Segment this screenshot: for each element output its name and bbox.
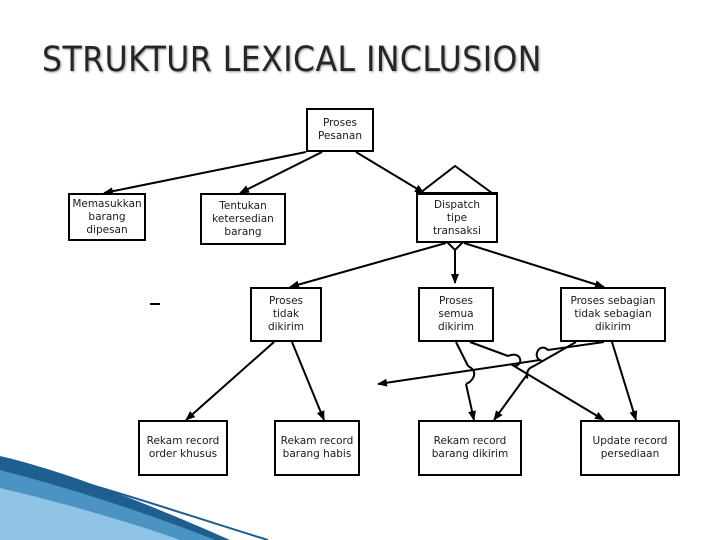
edge-semua-barang-dikirim-jump	[465, 365, 476, 385]
edge-pesanan-memasukkan	[103, 151, 307, 196]
node-rekam-barang-habis[interactable]: Rekam record barang habis	[274, 420, 360, 476]
edge-pesanan-tentukan	[239, 151, 323, 194]
dispatch-selector-triangle	[419, 164, 493, 194]
node-update-persediaan-label: Update record persediaan	[592, 435, 668, 460]
edge-pesanan-dispatch	[355, 151, 425, 194]
node-rekam-barang-dikirim-label: Rekam record barang dikirim	[431, 435, 509, 460]
node-proses-tidak-dikirim[interactable]: Proses tidak dikirim	[250, 287, 322, 342]
edge-semua-update-persediaan	[469, 341, 605, 421]
edge-sebagian-barang-dikirim-b	[493, 341, 577, 421]
node-proses-semua-dikirim-label: Proses semua dikirim	[437, 295, 475, 333]
node-proses-sebagian[interactable]: Proses sebagian tidak sebagian dikirim	[560, 287, 666, 342]
node-rekam-barang-dikirim[interactable]: Rekam record barang dikirim	[418, 420, 522, 476]
node-rekam-barang-habis-label: Rekam record barang habis	[280, 435, 354, 460]
node-proses-pesanan[interactable]: Proses Pesanan	[306, 108, 374, 152]
edge-dispatch-tidak	[289, 242, 447, 289]
node-memasukkan-barang[interactable]: Memasukkan barang dipesan	[68, 193, 146, 241]
corner-wave-thin-line	[0, 461, 269, 540]
node-tentukan-ketersediaan[interactable]: Tentukan ketersedian barang	[200, 193, 286, 245]
edge-sebagian-update-persediaan	[611, 341, 638, 421]
node-proses-semua-dikirim[interactable]: Proses semua dikirim	[418, 287, 494, 342]
edge-semua-barang-dikirim-end	[465, 383, 476, 421]
node-rekam-order-khusus[interactable]: Rekam record order khusus	[138, 420, 228, 476]
node-dispatch-transaksi[interactable]: Dispatch tipe transaksi	[416, 193, 498, 243]
corner-wave-light	[0, 488, 180, 540]
slide-title: STRUKTUR LEXICAL INCLUSION	[42, 40, 542, 80]
node-memasukkan-barang-label: Memasukkan barang dipesan	[72, 197, 142, 236]
edge-sebagian-barang-dikirim	[377, 341, 605, 387]
edge-tidak-order-khusus	[185, 341, 275, 421]
node-proses-tidak-dikirim-label: Proses tidak dikirim	[267, 295, 305, 333]
node-proses-pesanan-label: Proses Pesanan	[317, 117, 363, 142]
node-proses-sebagian-label: Proses sebagian tidak sebagian dikirim	[570, 295, 656, 333]
node-dispatch-transaksi-label: Dispatch tipe transaksi	[433, 198, 481, 237]
node-update-persediaan[interactable]: Update record persediaan	[580, 420, 680, 476]
edge-dispatch-sebagian	[463, 242, 605, 289]
edge-semua-barang-dikirim	[455, 341, 469, 367]
node-tentukan-ketersediaan-label: Tentukan ketersedian barang	[212, 199, 274, 238]
edge-tidak-barang-habis	[291, 341, 325, 421]
node-rekam-order-khusus-label: Rekam record order khusus	[146, 435, 220, 460]
